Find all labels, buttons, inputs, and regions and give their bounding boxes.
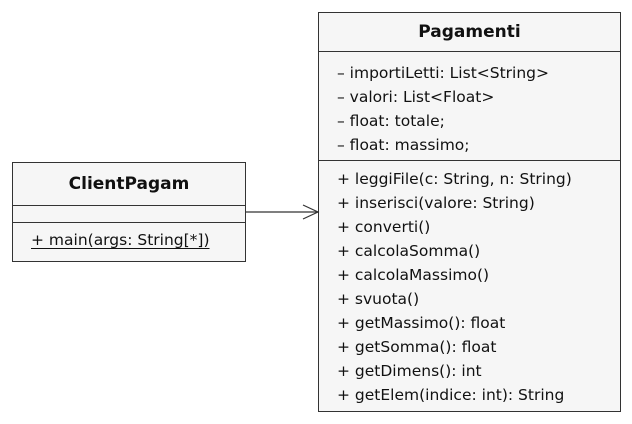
attributes-compartment — [13, 206, 245, 223]
operation-getmassimo: + getMassimo(): float — [337, 314, 506, 332]
attributes-compartment: – importiLetti: List<String> – valori: L… — [319, 52, 620, 161]
class-clientpagam: ClientPagam + main(args: String[*]) — [12, 162, 246, 262]
operation-getsomma: + getSomma(): float — [337, 338, 497, 356]
operations-compartment: + leggiFile(c: String, n: String) + inse… — [319, 161, 620, 407]
operation-leggifile: + leggiFile(c: String, n: String) — [337, 170, 572, 188]
operation-inserisci: + inserisci(valore: String) — [337, 194, 535, 212]
attribute-importiletti: – importiLetti: List<String> — [337, 64, 549, 82]
attribute-massimo: – float: massimo; — [337, 136, 470, 154]
association-arrowhead-icon — [302, 204, 320, 220]
attribute-valori: – valori: List<Float> — [337, 88, 495, 106]
class-name: Pagamenti — [319, 13, 620, 52]
operation-converti: + converti() — [337, 218, 431, 236]
class-name: ClientPagam — [13, 163, 245, 206]
operation-getdimens: + getDimens(): int — [337, 362, 482, 380]
operation-getelem: + getElem(indice: int): String — [337, 386, 565, 404]
operations-compartment: + main(args: String[*]) — [13, 223, 245, 252]
operation-main: + main(args: String[*]) — [31, 231, 210, 249]
operation-calcolasomma: + calcolaSomma() — [337, 242, 481, 260]
operation-svuota: + svuota() — [337, 290, 420, 308]
operation-calcolamassimo: + calcolaMassimo() — [337, 266, 490, 284]
attribute-totale: – float: totale; — [337, 112, 445, 130]
